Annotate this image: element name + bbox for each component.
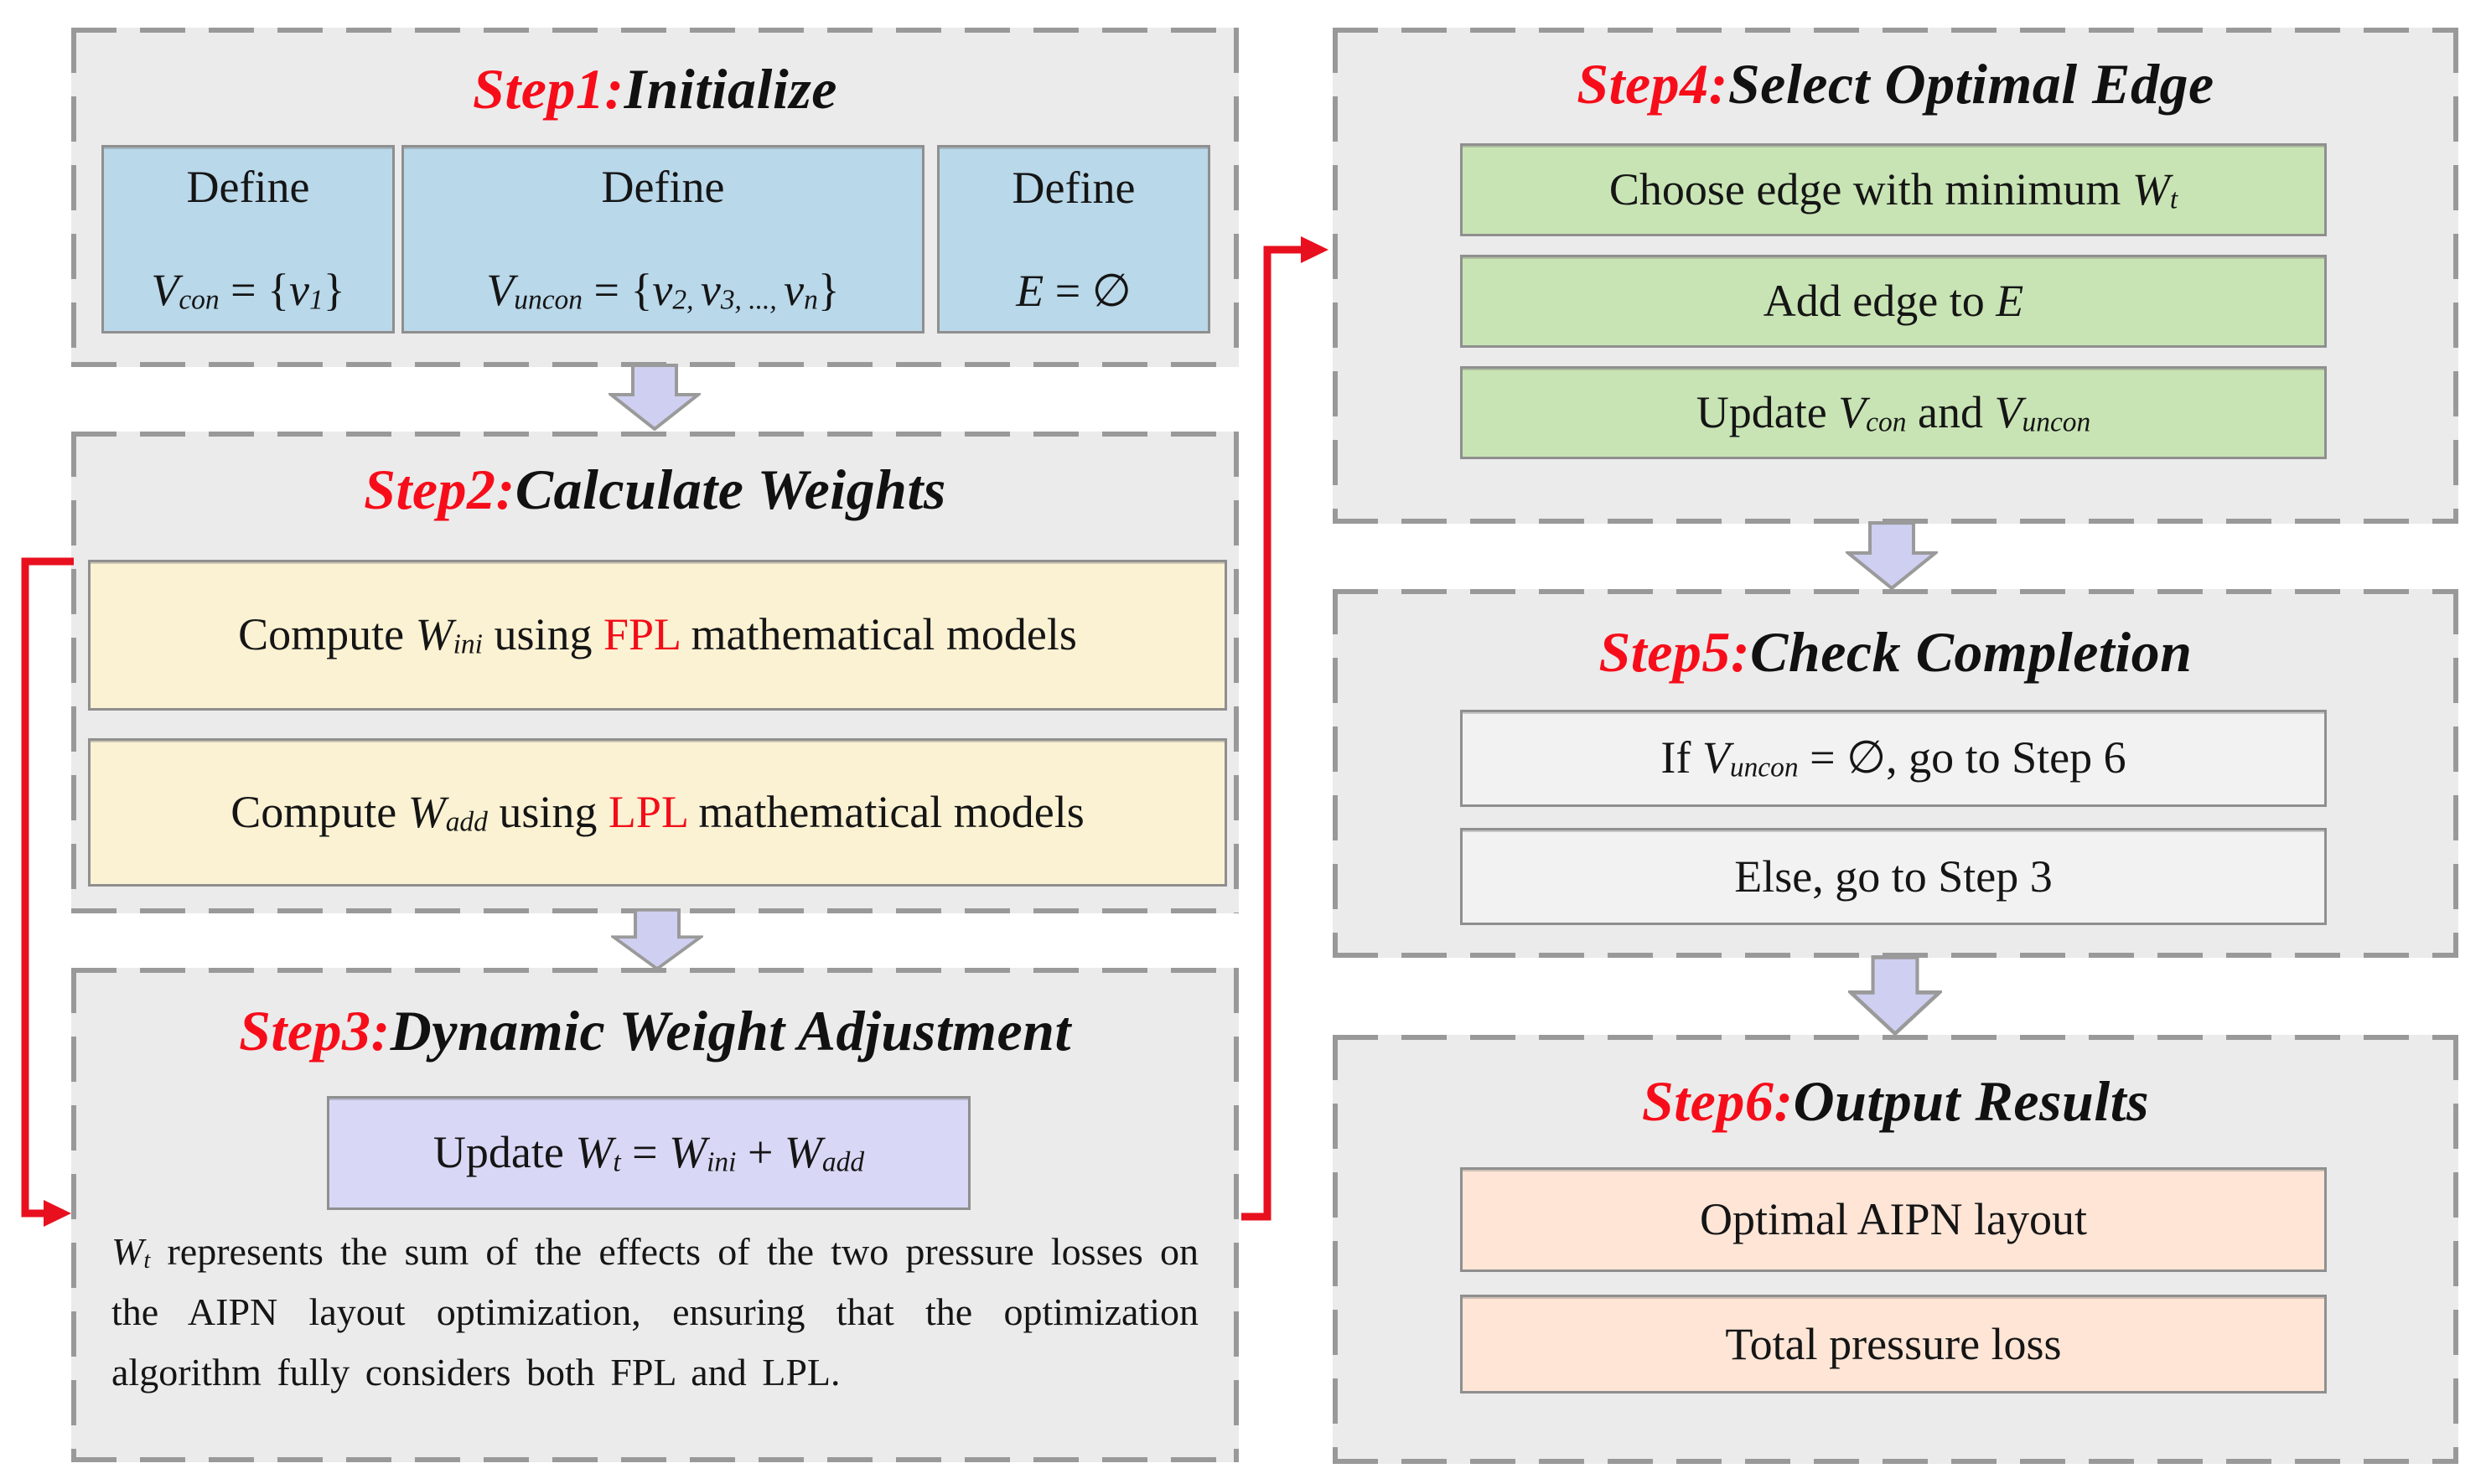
step5-label: Step5: xyxy=(1598,620,1751,684)
box-line: Else, go to Step 3 xyxy=(1734,851,2053,902)
box-line: Add edge to E xyxy=(1763,276,2024,327)
flow-arrow-down-icon xyxy=(609,364,701,431)
loop-arrow-step3-to-step4 xyxy=(1241,236,1328,1221)
step2-label: Step2: xyxy=(364,458,515,521)
box-line: Total pressure loss xyxy=(1725,1318,2062,1369)
step2-compute-wadd-box: Compute Wadd using LPL mathematical mode… xyxy=(88,738,1227,887)
step4-title-text: Select Optimal Edge xyxy=(1727,52,2214,116)
step3-title: Step3:Dynamic Weight Adjustment xyxy=(71,998,1239,1064)
step3-update-wt-box: Update Wt = Wini + Wadd xyxy=(327,1096,971,1210)
box-line: Vuncon = {v2, v3, ..., vn} xyxy=(486,264,840,316)
step1-panel: Step1:Initialize Define Vcon = {v1} Defi… xyxy=(71,28,1239,367)
step1-define-vcon-box: Define Vcon = {v1} xyxy=(101,145,395,334)
step1-title-text: Initialize xyxy=(624,57,837,121)
box-line: Compute Wadd using LPL mathematical mode… xyxy=(230,786,1085,838)
step4-label: Step4: xyxy=(1577,52,1728,116)
step6-title: Step6:Output Results xyxy=(1333,1068,2458,1135)
box-line: Choose edge with minimum Wt xyxy=(1608,163,2178,215)
step4-add-edge-box: Add edge to E xyxy=(1460,255,2327,348)
box-line: Update Vcon and Vuncon xyxy=(1696,386,2091,438)
flow-arrow-down-icon xyxy=(1848,955,1942,1036)
step4-title: Step4:Select Optimal Edge xyxy=(1333,51,2458,117)
step6-panel: Step6:Output Results Optimal AIPN layout… xyxy=(1333,1035,2458,1464)
box-line: Compute Wini using FPL mathematical mode… xyxy=(238,609,1077,660)
flow-arrow-down-icon xyxy=(611,908,703,970)
step2-compute-wini-box: Compute Wini using FPL mathematical mode… xyxy=(88,560,1227,711)
step3-label: Step3: xyxy=(239,999,391,1063)
step3-title-text: Dynamic Weight Adjustment xyxy=(390,999,1071,1063)
box-line: Define xyxy=(186,162,310,213)
box-line: Optimal AIPN layout xyxy=(1700,1194,2087,1245)
step6-optimal-layout-box: Optimal AIPN layout xyxy=(1460,1167,2327,1272)
step6-title-text: Output Results xyxy=(1793,1069,2150,1133)
step4-update-sets-box: Update Vcon and Vuncon xyxy=(1460,366,2327,459)
step2-title: Step2:Calculate Weights xyxy=(71,457,1239,523)
box-line: Vcon = {v1} xyxy=(151,264,345,316)
step5-title-text: Check Completion xyxy=(1750,620,2193,684)
step3-note: Wt represents the sum of the effects of … xyxy=(111,1230,1199,1394)
box-line: If Vuncon = ∅, go to Step 6 xyxy=(1660,732,2126,783)
step5-panel: Step5:Check Completion If Vuncon = ∅, go… xyxy=(1333,589,2458,958)
step5-else-box: Else, go to Step 3 xyxy=(1460,828,2327,925)
step5-if-empty-box: If Vuncon = ∅, go to Step 6 xyxy=(1460,710,2327,807)
step1-title: Step1:Initialize xyxy=(71,56,1239,122)
step1-label: Step1: xyxy=(473,57,624,121)
step2-title-text: Calculate Weights xyxy=(515,458,946,521)
step4-choose-edge-box: Choose edge with minimum Wt xyxy=(1460,143,2327,236)
box-line: Define xyxy=(1012,162,1136,213)
step2-panel: Step2:Calculate Weights Compute Wini usi… xyxy=(71,432,1239,913)
step1-define-e-box: Define E = ∅ xyxy=(937,145,1210,334)
step4-panel: Step4:Select Optimal Edge Choose edge wi… xyxy=(1333,28,2458,524)
step3-panel: Step3:Dynamic Weight Adjustment Update W… xyxy=(71,968,1239,1462)
flow-arrow-down-icon xyxy=(1846,521,1938,590)
step5-title: Step5:Check Completion xyxy=(1333,619,2458,685)
step6-total-loss-box: Total pressure loss xyxy=(1460,1295,2327,1394)
box-line: Define xyxy=(601,162,725,213)
loop-arrow-step2-to-step3 xyxy=(21,557,74,1227)
box-line: E = ∅ xyxy=(1016,265,1132,316)
box-line: Update Wt = Wini + Wadd xyxy=(432,1127,865,1178)
step6-label: Step6: xyxy=(1641,1069,1794,1133)
step1-define-vuncon-box: Define Vuncon = {v2, v3, ..., vn} xyxy=(401,145,924,334)
